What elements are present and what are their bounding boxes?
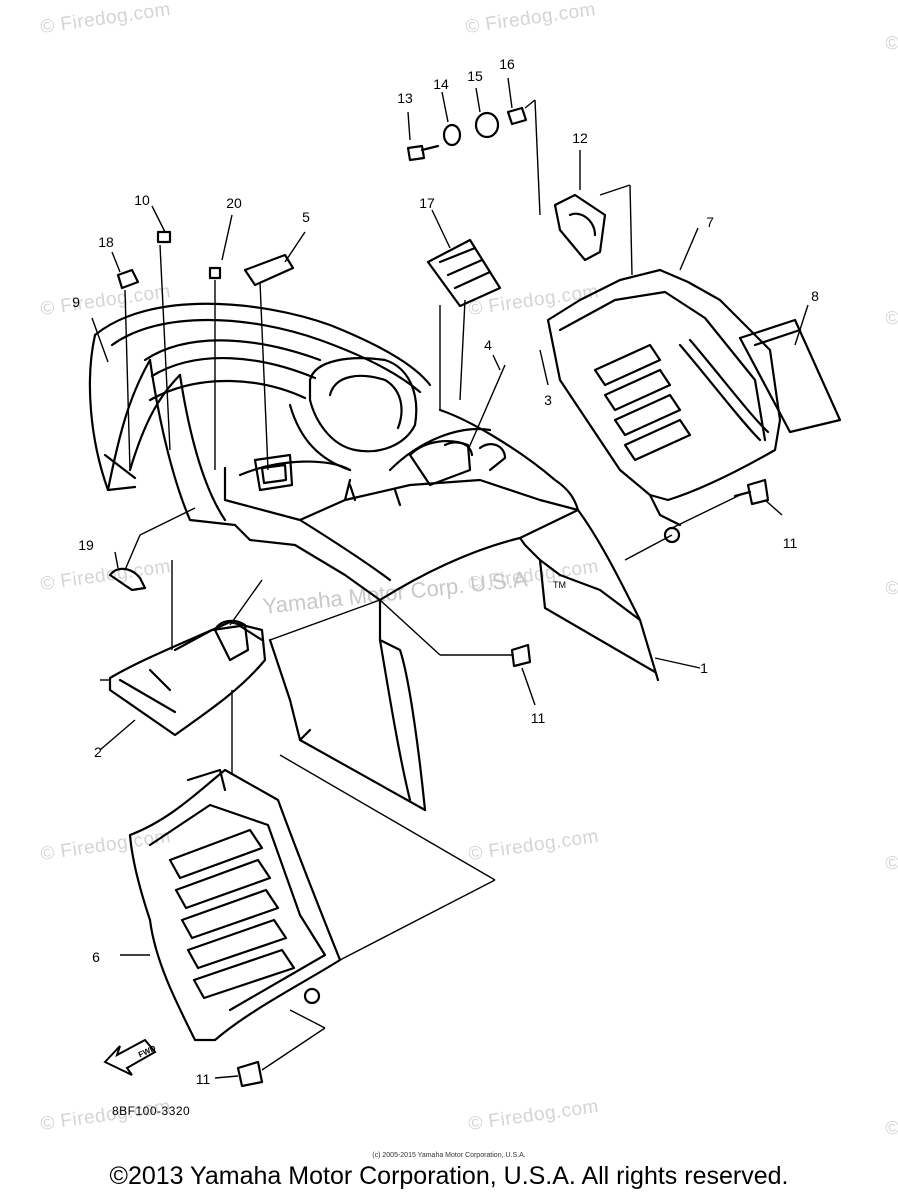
part-9-left-fender bbox=[88, 302, 432, 492]
fwd-arrow-icon bbox=[103, 1038, 157, 1076]
copyright-footer: ©2013 Yamaha Motor Corporation, U.S.A. A… bbox=[109, 1162, 789, 1190]
part-13-bolt bbox=[406, 144, 440, 162]
part-14-washer bbox=[442, 123, 462, 147]
part-6-lower-panel bbox=[128, 768, 342, 1042]
callout-7: 7 bbox=[706, 214, 714, 230]
callout-11: 11 bbox=[195, 1071, 211, 1087]
part-10-bolt bbox=[156, 230, 172, 244]
callout-9: 9 bbox=[72, 294, 80, 310]
part-8-panel bbox=[738, 318, 842, 434]
part-11-bolt bbox=[733, 478, 770, 506]
part-16-collar bbox=[506, 106, 528, 126]
callout-18: 18 bbox=[98, 234, 114, 250]
callout-19: 19 bbox=[78, 537, 94, 553]
part-2-cover bbox=[108, 619, 267, 737]
callout-4: 4 bbox=[484, 337, 492, 353]
part-11-bolt bbox=[236, 1060, 264, 1088]
callout-1: 1 bbox=[700, 660, 708, 676]
callout-8: 8 bbox=[811, 288, 819, 304]
callout-17: 17 bbox=[419, 195, 435, 211]
callout-20: 20 bbox=[226, 195, 242, 211]
callout-3: 3 bbox=[544, 392, 552, 408]
callout-6: 6 bbox=[92, 949, 100, 965]
callout-11: 11 bbox=[782, 535, 798, 551]
part-5-pad bbox=[243, 253, 295, 287]
part-15-grommet bbox=[474, 111, 500, 139]
fine-print: (c) 2005-2015 Yamaha Motor Corporation, … bbox=[372, 1152, 526, 1159]
callout-13: 13 bbox=[397, 90, 413, 106]
part-20-screw bbox=[208, 266, 222, 280]
callout-15: 15 bbox=[467, 68, 483, 84]
part-1-main-body bbox=[148, 357, 660, 812]
part-7-right-panel bbox=[546, 268, 782, 527]
callout-5: 5 bbox=[302, 209, 310, 225]
part-12-clip bbox=[553, 193, 607, 262]
part-19-clip bbox=[108, 567, 147, 592]
callout-10: 10 bbox=[134, 192, 150, 208]
diagram-part-code: 8BF100-3320 bbox=[112, 1104, 191, 1118]
callout-14: 14 bbox=[433, 76, 449, 92]
part-17-plate bbox=[426, 238, 502, 308]
callout-2: 2 bbox=[94, 744, 102, 760]
callout-11: 11 bbox=[530, 710, 546, 726]
callout-16: 16 bbox=[499, 56, 515, 72]
part-18-grommet bbox=[116, 268, 140, 290]
callout-12: 12 bbox=[572, 130, 588, 146]
part-11-bolt bbox=[510, 643, 532, 668]
tm-mark: TM bbox=[553, 580, 566, 590]
